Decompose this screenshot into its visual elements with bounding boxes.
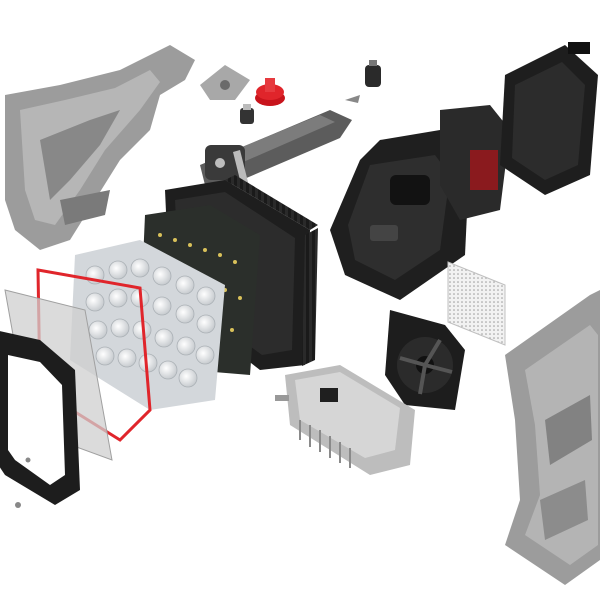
mesh-filter-screen xyxy=(447,261,506,346)
handle-grip-assembly xyxy=(200,110,352,192)
grey-bracket-frame-top-left xyxy=(5,45,195,250)
cooling-fan xyxy=(385,310,465,410)
grey-clip xyxy=(200,65,250,100)
small-screw-parts xyxy=(240,60,381,124)
black-battery-housing xyxy=(330,105,510,300)
red-knob xyxy=(255,78,285,106)
black-front-bezel xyxy=(0,331,80,508)
metal-driver-module xyxy=(275,365,415,475)
black-open-cover xyxy=(500,42,598,195)
grey-bracket-frame-bottom-right xyxy=(505,290,600,585)
